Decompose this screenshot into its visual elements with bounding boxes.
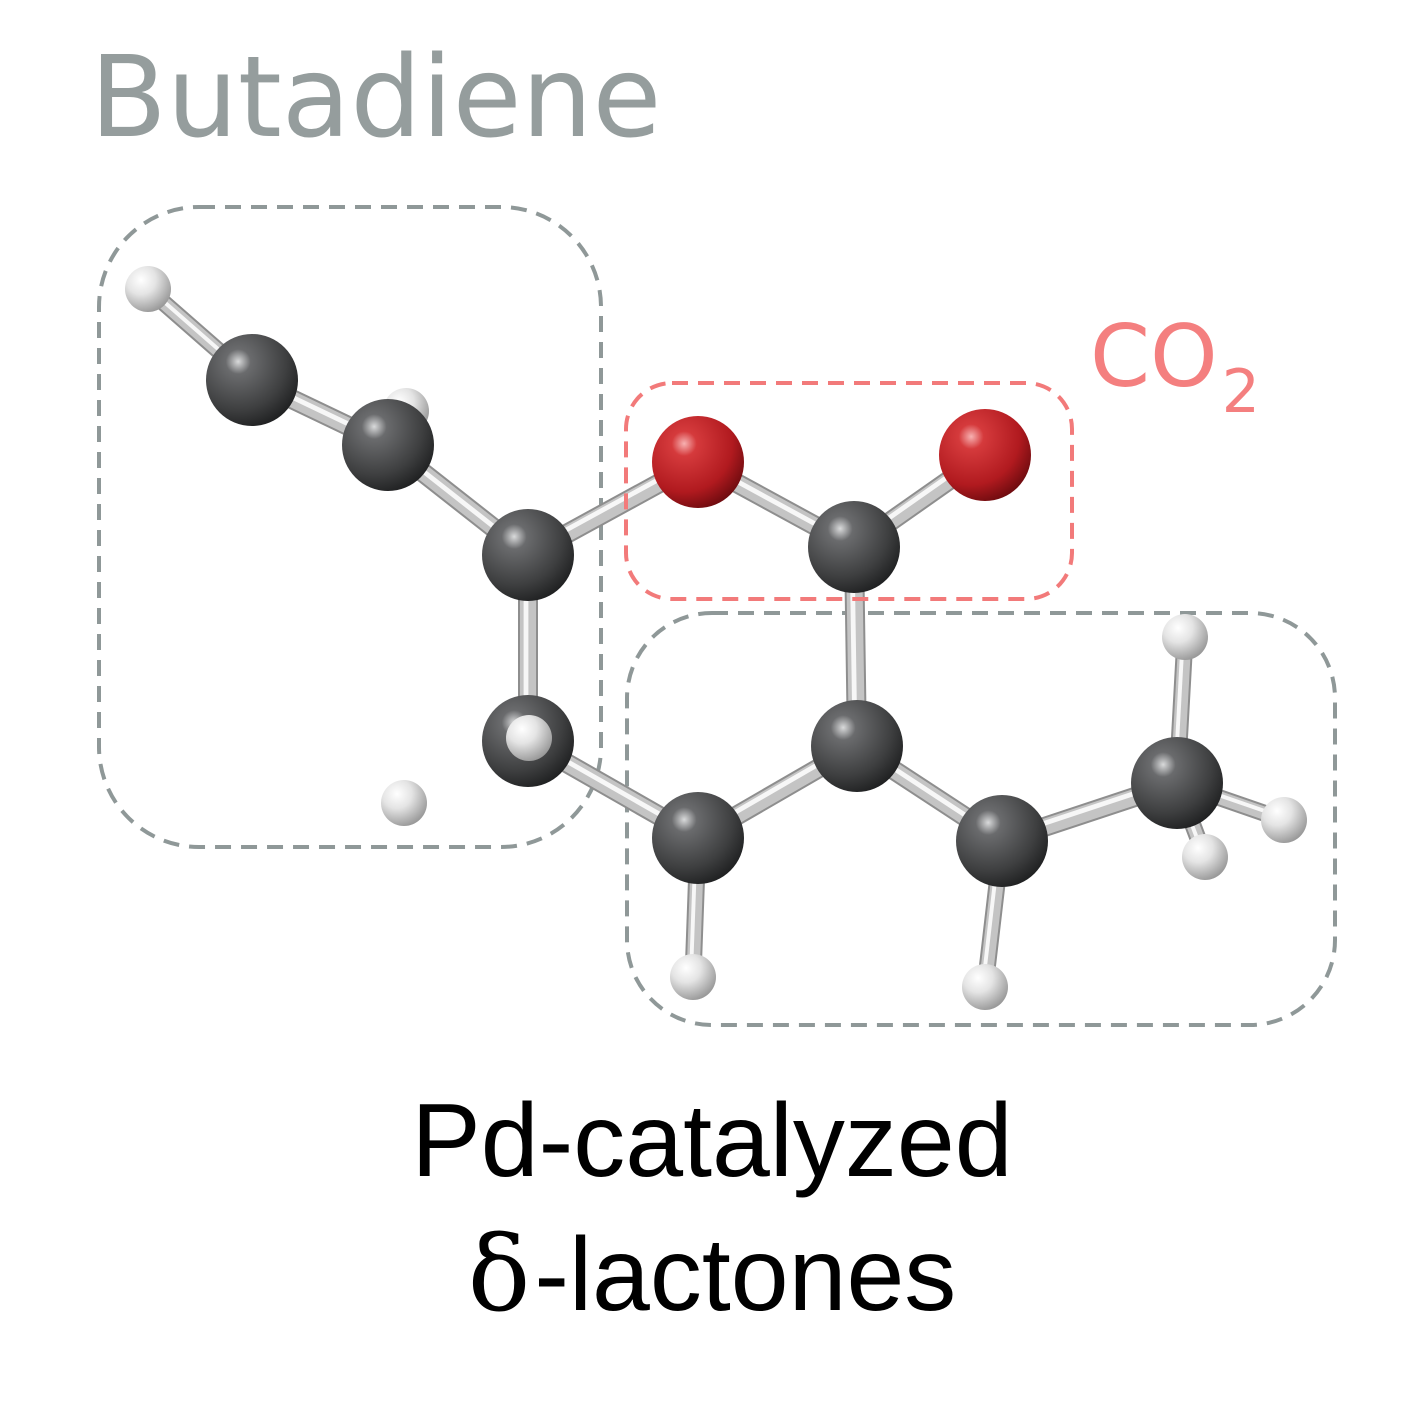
atom-o-o2 [939, 409, 1031, 501]
co2-label-subscript: 2 [1222, 357, 1260, 427]
atom-c-c8 [956, 795, 1048, 887]
atom-c-c9 [1131, 737, 1223, 829]
atom-h-h7 [1162, 614, 1208, 660]
atom-h-h5 [670, 954, 716, 1000]
atoms-layer [125, 266, 1307, 1010]
co2-label: CO 2 [1090, 307, 1260, 427]
atom-o-o1 [652, 416, 744, 508]
butadiene-fragment-box [625, 611, 1337, 1027]
atom-h-h1 [125, 266, 171, 312]
butadiene-label: Butadiene [90, 33, 661, 163]
butadiene-group-box [97, 205, 603, 849]
caption-line-2: δ -lactones [468, 1213, 957, 1335]
caption-line-1: Pd-catalyzed [411, 1083, 1012, 1199]
atom-h-h3 [506, 715, 552, 761]
atom-c-c1 [206, 334, 298, 426]
atom-c-c6 [652, 792, 744, 884]
atom-h-h6 [962, 964, 1008, 1010]
delta-symbol: δ [468, 1213, 531, 1335]
atom-c-c7 [811, 700, 903, 792]
atom-h-h8 [1261, 797, 1307, 843]
atom-h-h4 [381, 780, 427, 826]
atom-c-c4 [808, 501, 900, 593]
atom-c-c3 [482, 509, 574, 601]
lactones-text: -lactones [534, 1217, 956, 1333]
atom-h-h9 [1182, 834, 1228, 880]
atom-c-c2 [342, 399, 434, 491]
co2-label-main: CO [1090, 307, 1218, 407]
